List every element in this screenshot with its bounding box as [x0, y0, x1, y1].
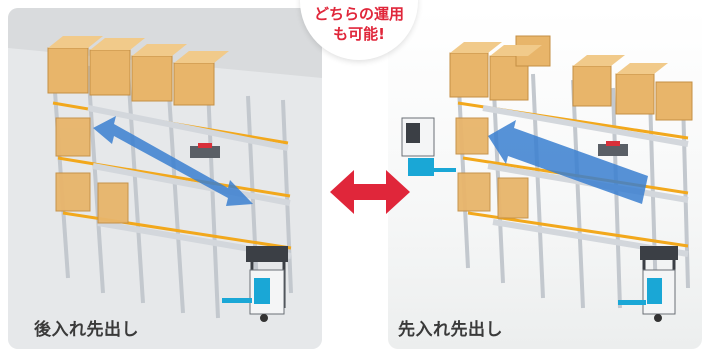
forklift-icon	[222, 246, 288, 322]
callout-text: どちらの運用 も可能!	[300, 4, 418, 44]
caption-fifo: 先入れ先出し	[398, 320, 503, 340]
callout-line-1: どちらの運用	[313, 5, 404, 23]
double-arrow-icon	[330, 170, 410, 214]
caption-lifo: 後入れ先出し	[34, 320, 139, 340]
warehouse-illustration-fifo	[401, 35, 693, 322]
callout-line-2: も可能!	[333, 25, 385, 43]
forklift-icon	[401, 117, 456, 176]
forklift-icon	[618, 246, 678, 322]
warehouse-illustration-lifo	[8, 8, 322, 349]
panel-lifo: 後入れ先出し	[8, 8, 322, 349]
panel-fifo: 先入れ先出し	[388, 8, 702, 349]
flow-arrow-single-icon	[488, 120, 648, 204]
flow-arrow-bidirectional-icon	[93, 116, 253, 206]
